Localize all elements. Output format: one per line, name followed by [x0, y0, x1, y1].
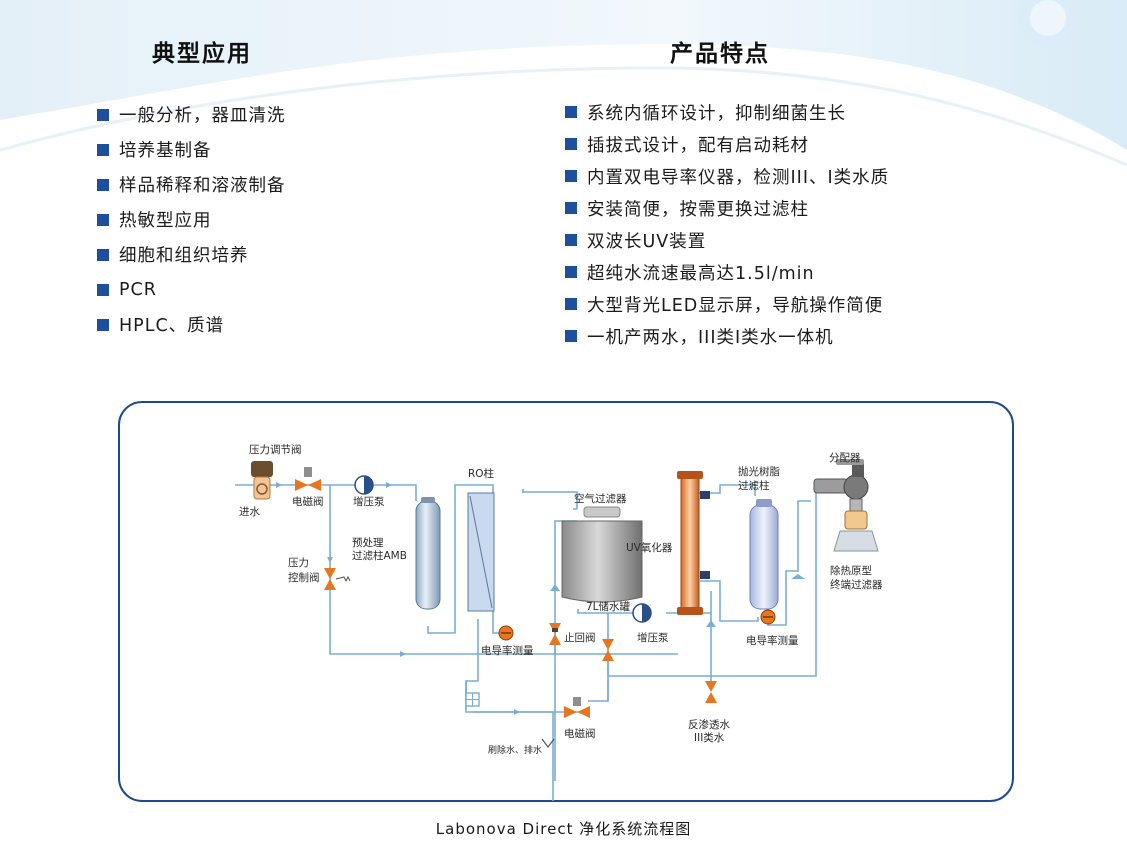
ro-water-label-line2: III类水: [694, 731, 725, 744]
valve-icon: [705, 681, 717, 703]
diagram-frame: [118, 401, 1014, 802]
pretreatment-filter: [415, 497, 441, 610]
air-filter-label: 空气过滤器: [574, 492, 627, 505]
square-bullet-icon: [97, 283, 109, 296]
pretreat-label-line2: 过滤柱AMB: [352, 549, 407, 562]
list-item: 大型背光LED显示屏，导航操作简便: [565, 288, 889, 320]
square-bullet-icon: [97, 143, 109, 156]
square-bullet-icon: [97, 213, 109, 226]
applications-list: 一般分析，器皿清洗 培养基制备 样品稀释和溶液制备 热敏型应用 细胞和组织培养 …: [97, 97, 286, 342]
list-item: 热敏型应用: [97, 202, 286, 237]
solenoid-valve-icon: [564, 697, 590, 718]
list-item: 超纯水流速最高达1.5l/min: [565, 256, 889, 288]
pressure-control-label-line1: 压力: [288, 556, 309, 569]
list-item: 内置双电导率仪器，检测III、I类水质: [565, 160, 889, 192]
conductivity-meter-icon: [498, 625, 514, 641]
polishing-filter: [749, 499, 779, 610]
storage-tank: [561, 506, 643, 603]
square-bullet-icon: [97, 318, 109, 331]
purification-flow-diagram: 压力调节阀 进水 电磁阀 增压泵 预处理 过滤柱AMB 压力 控制阀 RO柱 空…: [235, 443, 883, 801]
flow-arrow-icon: [706, 620, 716, 627]
ro-water-label-line1: 反渗透水: [688, 718, 730, 731]
applications-heading: 典型应用: [152, 41, 252, 67]
square-bullet-icon: [565, 170, 577, 182]
square-bullet-icon: [565, 234, 577, 246]
square-bullet-icon: [565, 298, 577, 310]
pretreat-label-line1: 预处理: [352, 537, 384, 549]
diagram-caption: Labonova Direct 净化系统流程图: [435, 820, 692, 838]
features-heading: 产品特点: [670, 41, 770, 67]
uv-oxidizer: [677, 471, 710, 615]
polish-label-line2: 过滤柱: [738, 479, 770, 492]
square-bullet-icon: [565, 266, 577, 278]
solenoid-valve-label: 电磁阀: [292, 495, 324, 508]
flow-arrow-icon: [750, 482, 756, 488]
square-bullet-icon: [565, 330, 577, 342]
square-bullet-icon: [97, 178, 109, 191]
list-item: 培养基制备: [97, 132, 286, 167]
booster-pump-icon: [354, 475, 374, 495]
list-item: 细胞和组织培养: [97, 237, 286, 272]
flow-arrow-icon: [276, 482, 282, 488]
booster-pump-label: 增压泵: [353, 495, 385, 508]
square-bullet-icon: [565, 106, 577, 118]
list-item: 双波长UV装置: [565, 224, 889, 256]
conductivity-label-1: 电导率测量: [481, 644, 534, 657]
flow-arrow-icon: [791, 574, 805, 579]
conductivity-label-2: 电导率测量: [746, 634, 799, 647]
list-item: 插拔式设计，配有启动耗材: [565, 128, 889, 160]
tank-label: 7L储水罐: [586, 600, 631, 613]
list-item: 一机产两水，III类I类水一体机: [565, 320, 889, 352]
conductivity-meter-icon: [760, 609, 776, 625]
inlet-label: 进水: [239, 506, 260, 518]
drain-icon: [541, 738, 555, 748]
list-item: 样品稀释和溶液制备: [97, 167, 286, 202]
square-bullet-icon: [565, 138, 577, 150]
solenoid-valve-icon: [295, 467, 321, 491]
final-filter-label-line1: 除热原型: [830, 564, 872, 577]
features-list: 系统内循环设计，抑制细菌生长 插拔式设计，配有启动耗材 内置双电导率仪器，检测I…: [565, 96, 889, 352]
square-bullet-icon: [97, 108, 109, 121]
flow-arrow-icon: [327, 557, 333, 563]
junction-box-icon: [465, 692, 480, 707]
flow-arrow-icon: [386, 482, 392, 488]
background-swoosh: [0, 0, 1127, 167]
dispenser-label: 分配器: [829, 452, 861, 464]
solenoid-valve-label-2: 电磁阀: [564, 727, 596, 740]
flow-arrow-icon: [550, 584, 560, 591]
check-valve-label: 止回阀: [564, 631, 596, 644]
booster-pump-icon: [632, 603, 652, 623]
ro-column: [467, 492, 495, 612]
drain-label: 刷除水、排水: [488, 744, 542, 756]
flow-arrow-icon: [514, 709, 520, 715]
list-item: PCR: [97, 272, 286, 307]
list-item: 系统内循环设计，抑制细菌生长: [565, 96, 889, 128]
pressure-control-valve-icon: [324, 568, 351, 590]
pressure-regulator: [251, 461, 273, 500]
list-item: 一般分析，器皿清洗: [97, 97, 286, 132]
list-item: 安装简便，按需更换过滤柱: [565, 192, 889, 224]
square-bullet-icon: [97, 248, 109, 261]
final-filter-label-line2: 终端过滤器: [830, 578, 883, 591]
flow-arrows: [276, 482, 805, 715]
uv-oxidizer-label: UV氧化器: [626, 541, 673, 554]
flow-arrow-icon: [400, 651, 406, 657]
pressure-regulator-label: 压力调节阀: [249, 443, 302, 456]
polish-label-line1: 抛光树脂: [738, 465, 780, 478]
square-bullet-icon: [565, 202, 577, 214]
booster-pump-label-2: 增压泵: [637, 631, 669, 644]
ro-column-label: RO柱: [468, 467, 495, 480]
list-item: HPLC、质谱: [97, 307, 286, 342]
valve-icon: [602, 639, 614, 661]
check-valve-icon: [549, 623, 561, 645]
pressure-control-label-line2: 控制阀: [288, 571, 320, 584]
dispenser: [813, 459, 879, 552]
